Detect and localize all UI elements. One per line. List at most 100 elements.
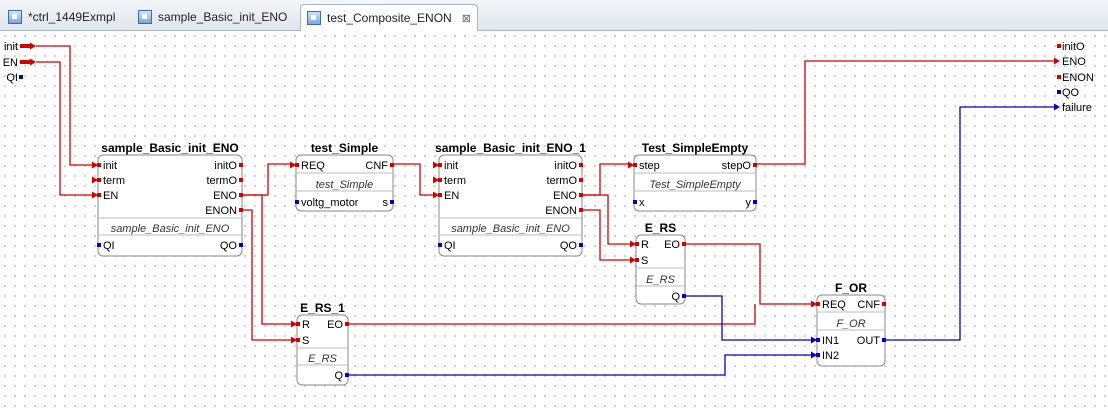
connection-b2-cnf-to-b3-en: [394, 163, 437, 196]
interface-input-qi[interactable]: QI: [6, 72, 23, 84]
interface-output-failure[interactable]: failure: [1054, 102, 1092, 114]
event-input-s[interactable]: S: [641, 255, 648, 267]
data-output-q[interactable]: Q: [671, 291, 680, 303]
block-title: F_OR: [835, 281, 867, 295]
interface-input-label: init: [4, 41, 18, 53]
data-output-qo[interactable]: QO: [560, 240, 578, 252]
connection-b4-stepo-to-eno: [757, 60, 1054, 165]
interface-output-inito[interactable]: initO: [1057, 41, 1085, 53]
block-title: E_RS: [645, 221, 676, 235]
data-input-x[interactable]: x: [639, 197, 645, 209]
block-type-name: sample_Basic_init_ENO: [451, 223, 570, 235]
event-output-eo[interactable]: EO: [664, 239, 680, 251]
data-input-qi[interactable]: QI: [103, 240, 115, 252]
data-input-qi[interactable]: QI: [444, 240, 456, 252]
block-type-name: sample_Basic_init_ENO: [111, 223, 230, 235]
event-input-term[interactable]: term: [444, 175, 466, 187]
event-output-enon[interactable]: ENON: [205, 205, 237, 217]
function-block-icon: [307, 11, 321, 25]
event-input-en[interactable]: EN: [103, 190, 118, 202]
block-type-name: F_OR: [836, 318, 865, 330]
event-output-cnf[interactable]: CNF: [857, 299, 880, 311]
editor-tab-bar: *ctrl_1449Exmpl sample_Basic_init_ENO te…: [0, 0, 1108, 31]
data-input-voltg_motor[interactable]: voltg_motor: [301, 197, 359, 209]
function-block-icon: [138, 9, 152, 24]
connection-b1-eno-to-b2-req: [243, 163, 294, 196]
data-output-s[interactable]: s: [383, 197, 389, 209]
event-output-stepo[interactable]: stepO: [722, 160, 752, 172]
event-input-init[interactable]: init: [444, 160, 458, 172]
event-output-cnf[interactable]: CNF: [365, 160, 388, 172]
data-output-y[interactable]: y: [746, 197, 752, 209]
data-input-in1[interactable]: IN1: [822, 335, 839, 347]
close-tab-icon[interactable]: ⊠: [461, 12, 471, 25]
event-output-inito[interactable]: initO: [554, 160, 577, 172]
interface-output-label: QO: [1062, 87, 1080, 99]
data-input-in2[interactable]: IN2: [822, 350, 839, 362]
event-output-eno[interactable]: ENO: [553, 190, 577, 202]
tab-label: test_Composite_ENON: [327, 11, 452, 25]
interface-output-eno[interactable]: ENO: [1054, 56, 1086, 68]
interface-output-enon[interactable]: ENON: [1057, 72, 1094, 84]
tab-label: sample_Basic_init_ENO: [158, 9, 288, 24]
interface-output-qo[interactable]: QO: [1057, 87, 1080, 99]
function-block-e-rs[interactable]: E_RS E_RS RS EO Q: [630, 221, 686, 305]
function-block-sample-basic-init-eno[interactable]: sample_Basic_init_ENO sample_Basic_init_E…: [92, 141, 243, 257]
event-input-r[interactable]: R: [302, 319, 310, 331]
tab-sample-basic-init-eno[interactable]: sample_Basic_init_ENO: [132, 4, 293, 29]
event-output-inito[interactable]: initO: [214, 160, 237, 172]
interface-input-label: QI: [6, 72, 18, 84]
block-title: Test_SimpleEmpty: [642, 141, 749, 155]
connection-init-to-b1-init: [36, 45, 96, 166]
event-input-init[interactable]: init: [103, 160, 117, 172]
connection-ers1-q-to-for-in2: [349, 354, 815, 376]
interface-input-init[interactable]: init: [4, 41, 36, 53]
block-title: E_RS_1: [300, 301, 345, 315]
connection-ers-q-to-for-in1: [686, 295, 815, 341]
tab-test-composite-enon[interactable]: test_Composite_ENON ⊠: [300, 4, 478, 31]
function-block-icon: [8, 9, 22, 24]
connection-b3-eno-to-ers-r: [583, 194, 634, 245]
event-input-en[interactable]: EN: [444, 190, 459, 202]
connection-ers-eo-to-for-req: [686, 243, 815, 305]
data-output-q[interactable]: Q: [334, 370, 343, 382]
event-output-enon[interactable]: ENON: [545, 205, 577, 217]
interface-input-en[interactable]: EN: [3, 57, 36, 69]
event-input-r[interactable]: R: [641, 239, 649, 251]
block-type-name: Test_SimpleEmpty: [649, 179, 742, 191]
event-input-req[interactable]: REQ: [822, 299, 846, 311]
event-output-termo[interactable]: termO: [546, 175, 577, 187]
block-title: test_Simple: [311, 141, 379, 155]
data-output-out[interactable]: OUT: [857, 335, 881, 347]
connection-en-to-b1-en: [36, 61, 96, 196]
interface-output-label: initO: [1062, 41, 1085, 53]
interface-output-label: ENON: [1062, 72, 1094, 84]
connection-for-out-to-failure: [886, 106, 1054, 341]
block-title: sample_Basic_init_ENO: [101, 141, 238, 155]
connection-b1-enon-to-erS1-s: [243, 209, 295, 341]
event-input-term[interactable]: term: [103, 175, 125, 187]
event-output-termo[interactable]: termO: [206, 175, 237, 187]
connection-b3-eno-to-b4-step: [583, 163, 632, 196]
fb-network[interactable]: sample_Basic_init_ENOsample_Basic_init_E…: [0, 31, 1108, 408]
block-type-name: E_RS: [646, 274, 675, 286]
event-input-step[interactable]: step: [639, 160, 660, 172]
function-block-sample-basic-init-eno-1[interactable]: sample_Basic_init_ENO_1sample_Basic_init…: [433, 141, 586, 257]
data-output-qo[interactable]: QO: [220, 240, 238, 252]
tab-label: *ctrl_1449Exmpl: [28, 9, 116, 24]
block-type-name: test_Simple: [316, 179, 373, 191]
interface-input-label: EN: [3, 57, 18, 69]
event-output-eo[interactable]: EO: [327, 319, 343, 331]
connection-ers1-eo-to-for-req: [349, 304, 756, 325]
event-input-s[interactable]: S: [302, 335, 309, 347]
tab-ctrl-1449exmpl[interactable]: *ctrl_1449Exmpl: [2, 4, 121, 29]
interface-output-label: ENO: [1062, 56, 1086, 68]
connection-b3-enon-to-ers-s: [583, 209, 634, 261]
event-output-eno[interactable]: ENO: [213, 190, 237, 202]
event-input-req[interactable]: REQ: [301, 160, 325, 172]
